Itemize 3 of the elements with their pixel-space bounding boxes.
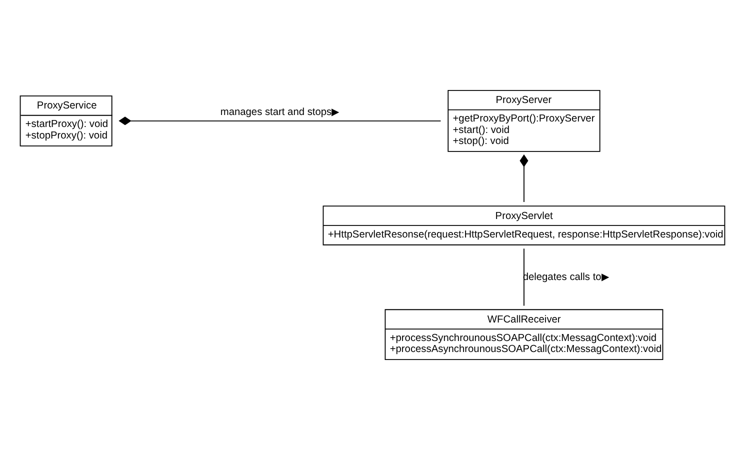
edge-label: manages start and stops▶ bbox=[220, 107, 340, 118]
connector bbox=[520, 154, 528, 203]
connector bbox=[118, 116, 442, 126]
